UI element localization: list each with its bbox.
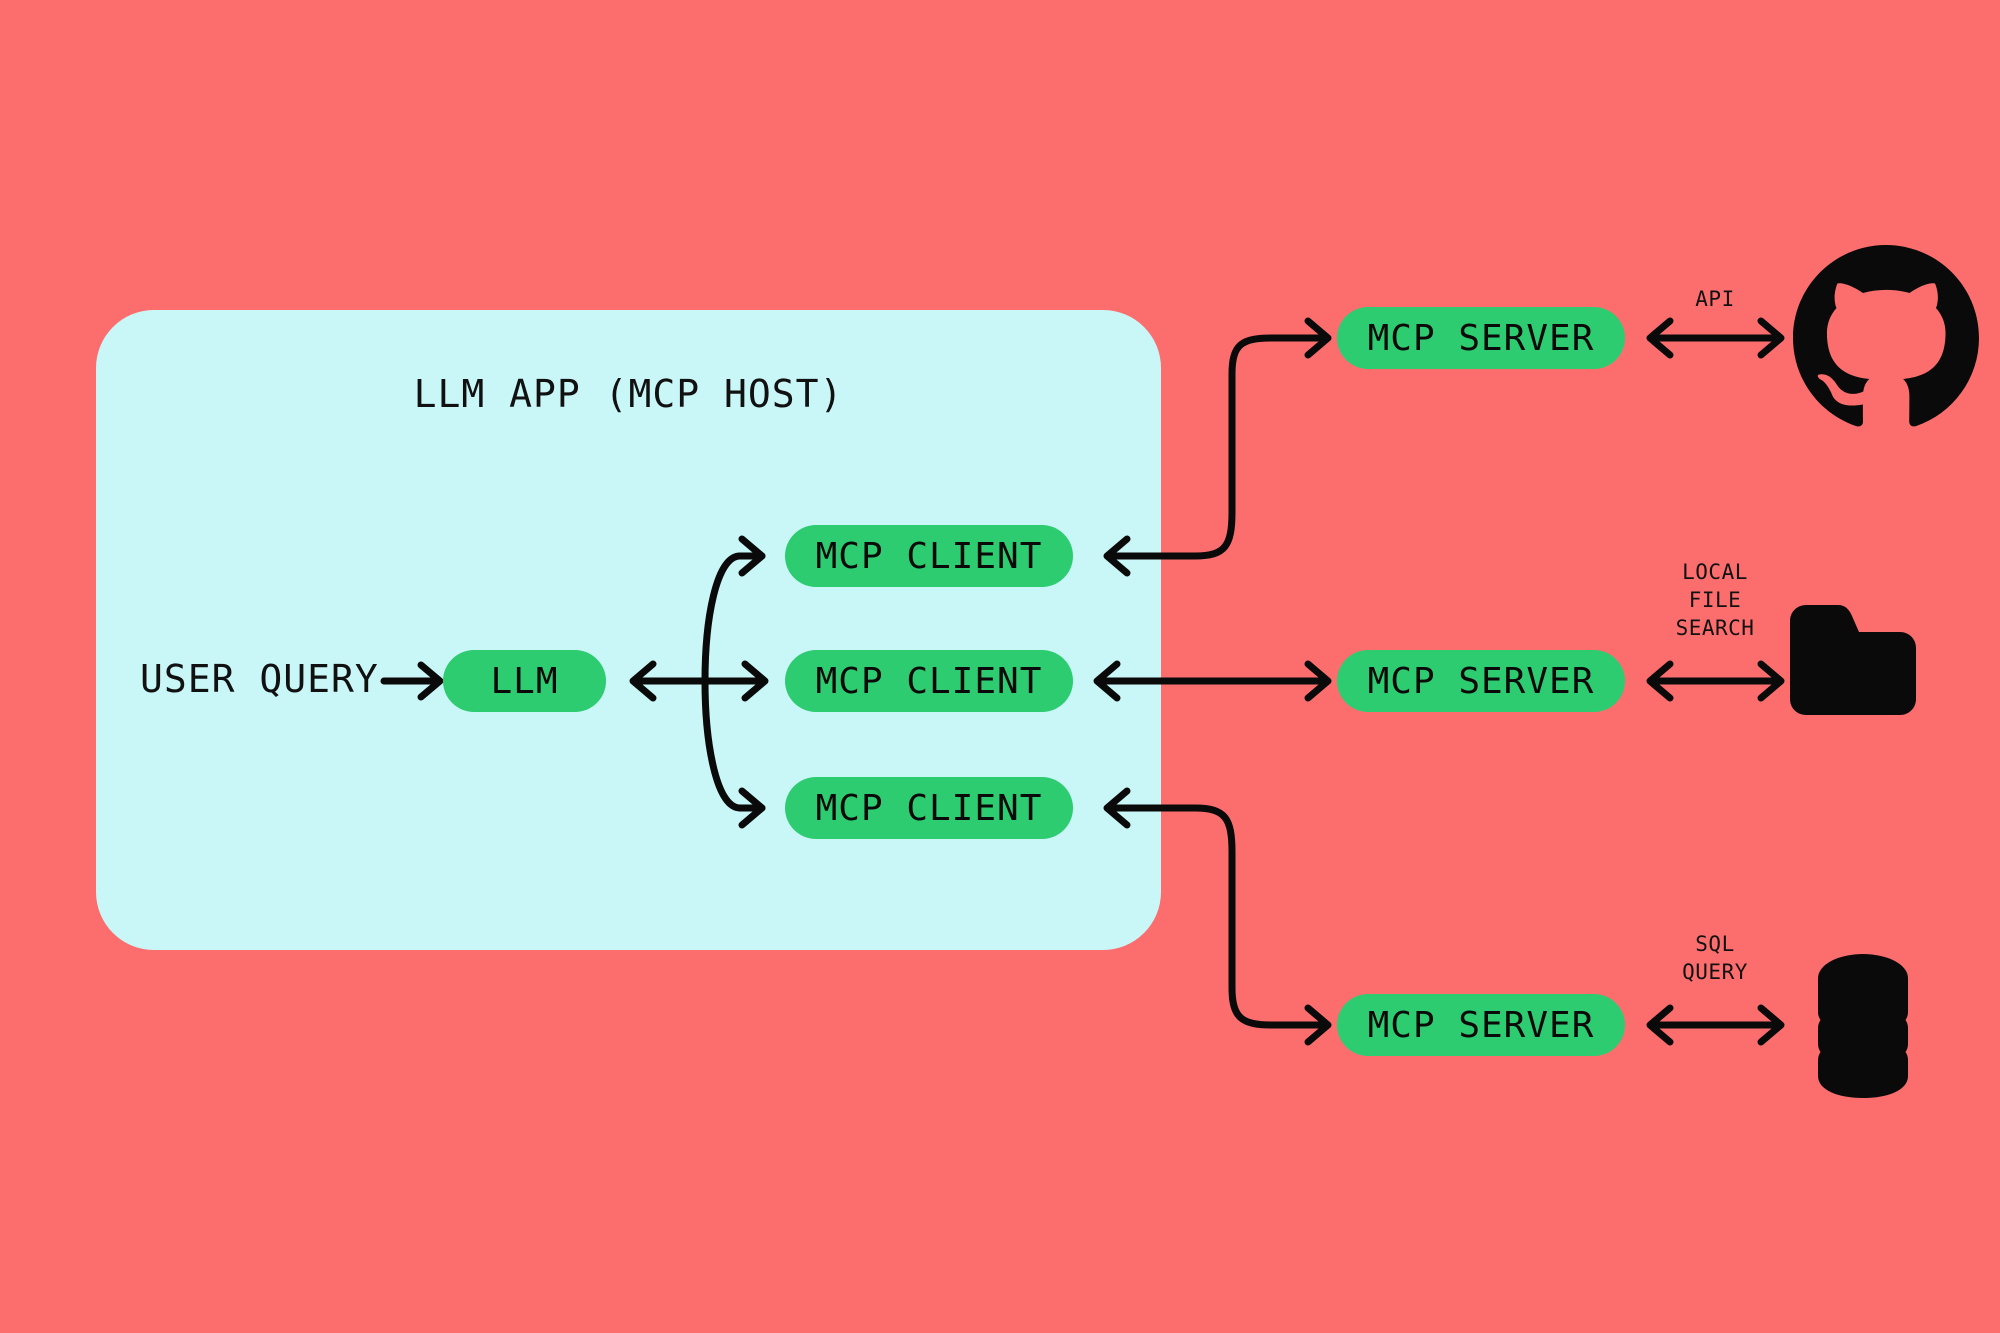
folder-icon [1790,605,1916,715]
mcp-server-label: MCP SERVER [1367,660,1595,702]
mcp-server-node-3[interactable]: MCP SERVER [1337,994,1625,1056]
mcp-client-label: MCP CLIENT [815,787,1043,829]
github-icon [1793,245,1979,427]
mcp-server-node-2[interactable]: MCP SERVER [1337,650,1625,712]
mcp-server-node-1[interactable]: MCP SERVER [1337,307,1625,369]
mcp-server-label: MCP SERVER [1367,317,1595,359]
edge-label-sql-query: SQL QUERY [1682,932,1748,984]
arrow-server-top-to-github [1646,317,1785,359]
mcp-client-node-1[interactable]: MCP CLIENT [785,525,1073,587]
mcp-client-label: MCP CLIENT [815,660,1043,702]
database-icon [1818,954,1908,1098]
llm-node[interactable]: LLM [443,650,606,712]
llm-node-label: LLM [490,660,559,702]
mcp-client-node-2[interactable]: MCP CLIENT [785,650,1073,712]
mcp-server-label: MCP SERVER [1367,1004,1595,1046]
mcp-client-node-3[interactable]: MCP CLIENT [785,777,1073,839]
llm-app-host-container: LLM APP (MCP HOST) [96,310,1161,950]
edge-label-local-file-search: LOCAL FILE SEARCH [1675,560,1755,640]
page-title: LLM APP (MCP HOST) [413,372,844,416]
arrow-server-bottom-to-database [1646,1004,1785,1046]
edge-label-api: API [1695,287,1735,311]
user-query-label: USER QUERY [140,657,379,701]
arrow-server-mid-to-folder [1646,660,1785,702]
mcp-client-label: MCP CLIENT [815,535,1043,577]
